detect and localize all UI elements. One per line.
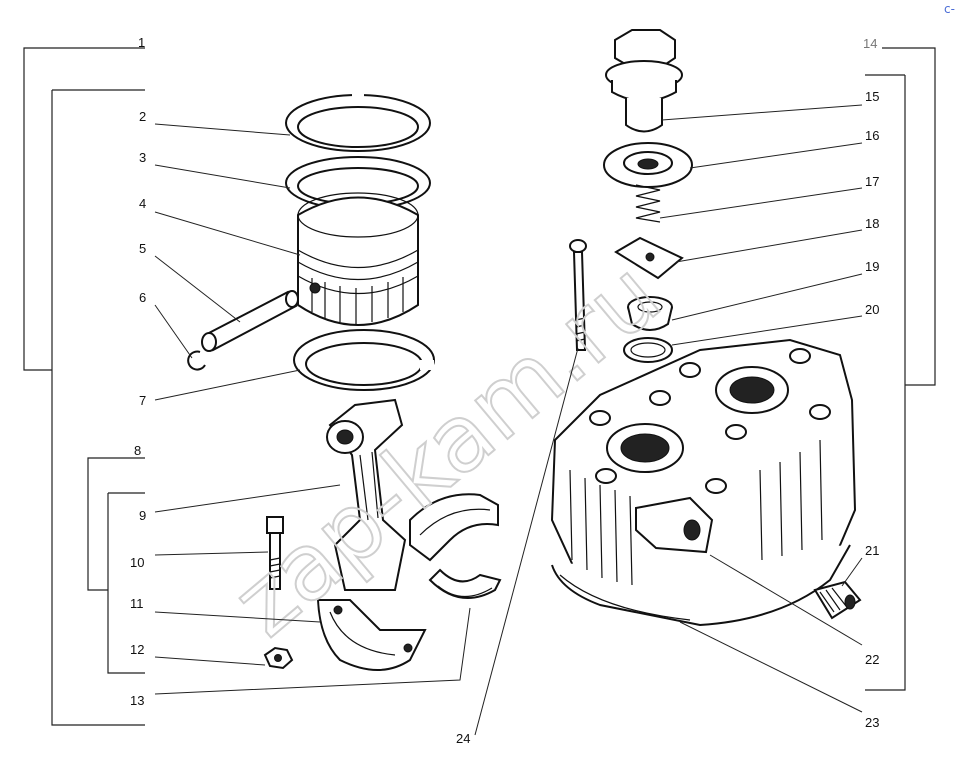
plug-fitting — [605, 29, 683, 133]
cylinder-head — [550, 338, 857, 627]
valve-guide — [627, 296, 673, 331]
retaining-ring — [187, 350, 206, 371]
label-5: 5 — [139, 241, 146, 256]
connecting-rod — [326, 398, 407, 591]
label-23: 23 — [865, 715, 879, 730]
label-6: 6 — [139, 290, 146, 305]
rod-bolt — [266, 516, 284, 590]
label-17: 17 — [865, 174, 879, 189]
piston — [297, 192, 419, 326]
label-8: 8 — [134, 443, 141, 458]
piston-ring-upper — [285, 92, 431, 152]
label-11: 11 — [130, 596, 144, 611]
valve-plate — [614, 236, 684, 280]
label-15: 15 — [865, 89, 879, 104]
label-14: 14 — [863, 36, 877, 51]
label-10: 10 — [130, 555, 144, 570]
bearing-shell-upper — [409, 493, 499, 562]
bracket-group-14 — [865, 47, 936, 691]
valve-spring — [635, 184, 661, 223]
corner-mark: c- — [944, 2, 955, 16]
label-19: 19 — [865, 259, 879, 274]
part-labels: 1 2 3 4 5 6 7 8 9 10 11 12 13 14 15 16 1… — [130, 35, 879, 746]
piston-pin — [201, 290, 299, 352]
bearing-shell-lower — [428, 568, 502, 599]
label-1: 1 — [138, 35, 145, 50]
leader-lines — [154, 104, 863, 736]
label-9: 9 — [139, 508, 146, 523]
o-ring — [623, 337, 673, 363]
rod-cap — [316, 599, 427, 671]
label-18: 18 — [865, 216, 879, 231]
label-12: 12 — [130, 642, 144, 657]
label-20: 20 — [865, 302, 879, 317]
label-2: 2 — [139, 109, 146, 124]
label-4: 4 — [139, 196, 146, 211]
threaded-plug — [813, 580, 862, 620]
label-21: 21 — [865, 543, 879, 558]
label-3: 3 — [139, 150, 146, 165]
valve-seat — [603, 142, 693, 188]
label-22: 22 — [865, 652, 879, 667]
long-stud — [569, 239, 587, 351]
label-7: 7 — [139, 393, 146, 408]
bracket-group-1 — [23, 47, 145, 726]
label-13: 13 — [130, 693, 144, 708]
label-16: 16 — [865, 128, 879, 143]
piston-ring-lower — [293, 329, 435, 391]
bracket-group-8 — [87, 457, 145, 674]
rod-nut — [263, 646, 294, 670]
label-24: 24 — [456, 731, 470, 746]
